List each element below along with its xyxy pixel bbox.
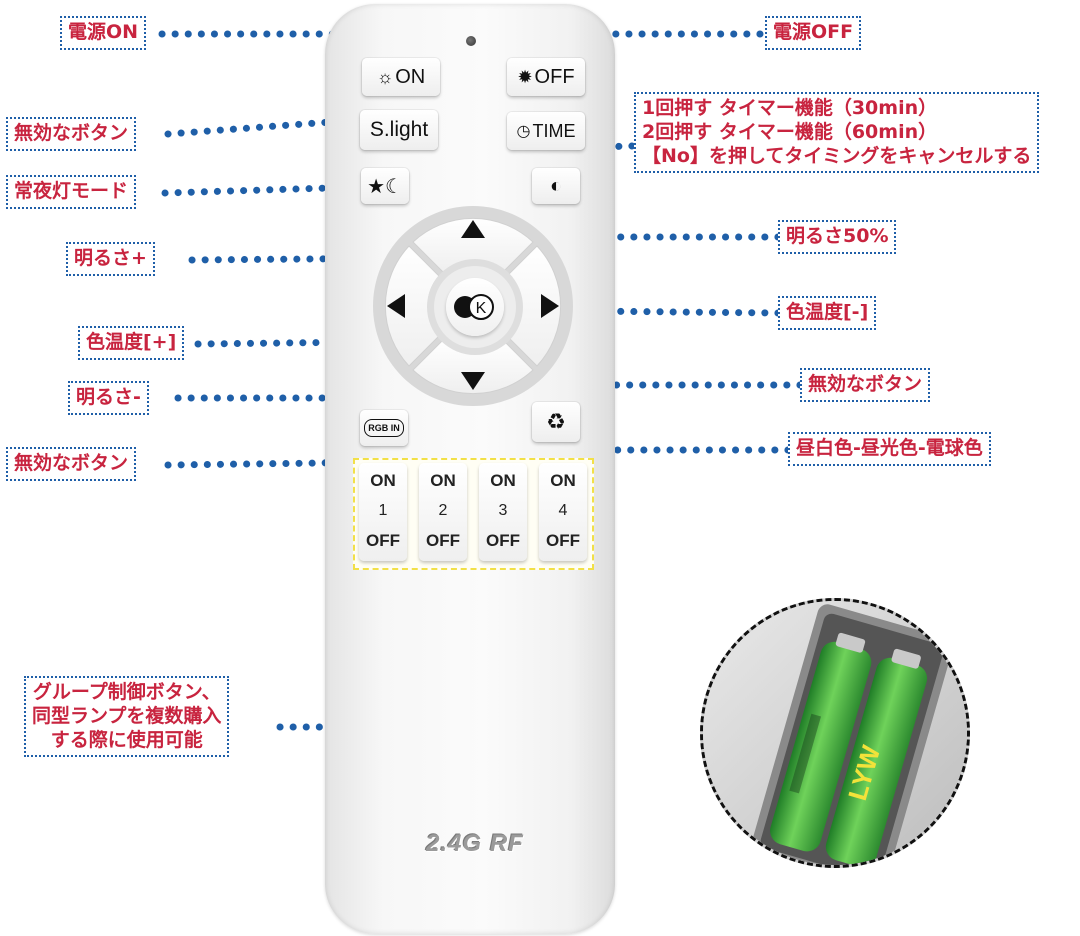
label-night-mode: 常夜灯モード <box>6 175 137 209</box>
indicator-led <box>466 36 476 46</box>
label-invalid-button-3: 無効なボタン <box>6 447 137 481</box>
group-3-button[interactable]: ON 3 OFF <box>479 463 527 561</box>
brightness-50-button[interactable]: ◐ <box>532 168 580 204</box>
moon-star-icon: ★☾ <box>367 175 403 198</box>
arrow-up-icon <box>461 220 485 238</box>
label-invalid-button-1: 無効なボタン <box>6 117 137 151</box>
line-brightness-up <box>188 228 452 264</box>
power-on-button[interactable]: ☼ ON <box>362 58 440 96</box>
label-invalid-button-2: 無効なボタン <box>800 368 931 402</box>
label-group-control: グループ制御ボタン、 同型ランプを複数購入 する際に使用可能 <box>24 676 230 758</box>
line-color-cycle <box>479 336 792 454</box>
clock-icon: ◷ <box>516 123 531 140</box>
timer-button[interactable]: ◷ TIME <box>507 112 585 150</box>
label-group-line-3: する際に使用可能 <box>50 728 203 751</box>
color-temp-k-button[interactable]: K <box>446 278 504 336</box>
brand-label: 2.4G RF <box>426 830 524 857</box>
label-timer: 1回押す タイマー機能（30min） 2回押す タイマー機能（60min） 【N… <box>634 92 1040 174</box>
group-2-button[interactable]: ON 2 OFF <box>419 463 467 561</box>
label-timer-line-1: 1回押す タイマー機能（30min） <box>642 97 938 119</box>
rgb-button[interactable]: RGB IN <box>360 410 408 446</box>
line-invalid-2 <box>578 381 804 416</box>
recycle-icon: ♻ <box>546 409 566 434</box>
battery-2 <box>825 657 928 865</box>
group-4-button[interactable]: ON 4 OFF <box>539 463 587 561</box>
arrow-left-icon <box>387 294 405 318</box>
night-light-button[interactable]: ★☾ <box>361 168 409 204</box>
label-timer-line-3: 【No】を押してタイミングをキャンセルする <box>642 144 1032 167</box>
k-label: K <box>476 300 487 317</box>
label-brightness-50: 明るさ50% <box>778 220 897 254</box>
label-color-temp-plus: 色温度[+] <box>78 326 185 360</box>
label-color-temp-minus: 色温度[-] <box>778 296 877 330</box>
power-off-button[interactable]: ✹ OFF <box>507 58 585 96</box>
sun-outline-icon: ☼ <box>376 66 394 87</box>
dpad <box>384 217 562 395</box>
battery-compartment-inset: LYW <box>700 598 970 868</box>
arrow-right-icon <box>541 294 559 318</box>
color-cycle-button[interactable]: ♻ <box>532 402 580 442</box>
label-group-line-1: グループ制御ボタン、 <box>32 681 221 703</box>
dpad-left-button[interactable] <box>384 245 440 367</box>
sun-filled-icon: ✹ <box>517 66 533 87</box>
rgb-cycle-icon: RGB IN <box>364 419 404 437</box>
arrow-down-icon <box>461 372 485 390</box>
battery-illustration: LYW <box>703 601 967 865</box>
label-power-on: 電源ON <box>60 16 147 50</box>
k-circle-icon: K <box>454 294 494 320</box>
slight-button[interactable]: S.light <box>360 110 438 150</box>
dpad-up-button[interactable] <box>412 217 534 273</box>
dpad-down-button[interactable] <box>412 339 534 395</box>
dpad-right-button[interactable] <box>506 245 562 367</box>
battery-1 <box>770 641 872 852</box>
label-brightness-up: 明るさ+ <box>66 242 155 276</box>
label-timer-line-2: 2回押す タイマー機能（60min） <box>642 120 938 143</box>
label-color-cycle: 昼白色-昼光色-電球色 <box>788 432 991 466</box>
half-sun-icon: ◐ <box>549 174 563 197</box>
label-power-off: 電源OFF <box>765 16 862 50</box>
label-group-line-2: 同型ランプを複数購入 <box>32 704 222 727</box>
group-1-button[interactable]: ON 1 OFF <box>359 463 407 561</box>
label-brightness-down: 明るさ- <box>68 381 149 415</box>
